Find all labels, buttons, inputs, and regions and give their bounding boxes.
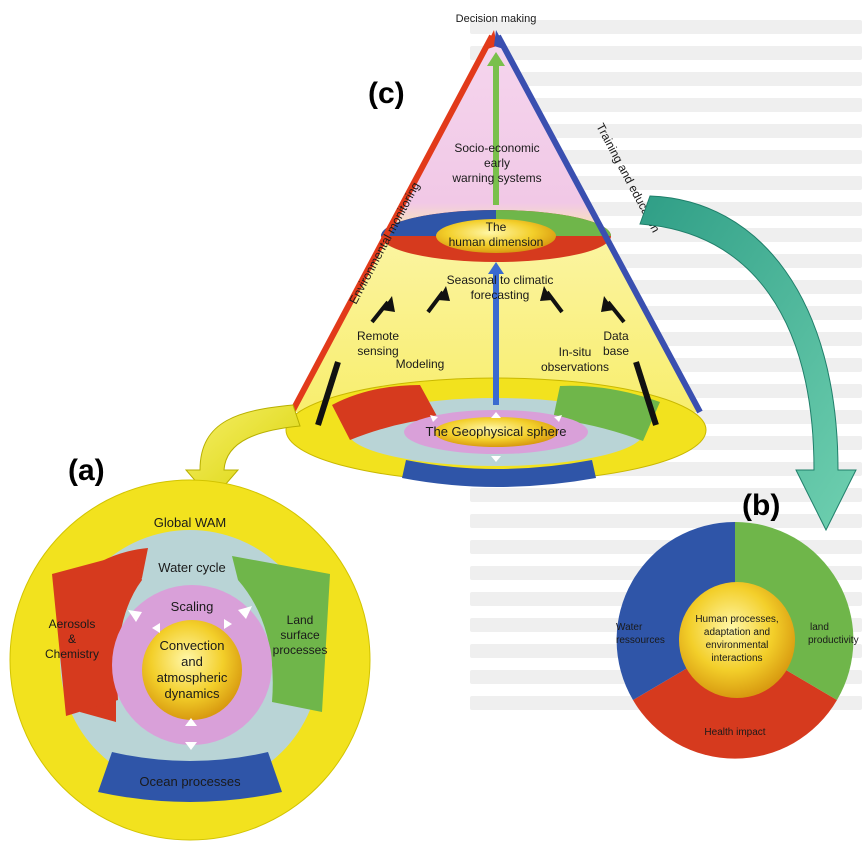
land-label-2: surface <box>280 628 320 642</box>
human-center-label-1: Human processes, <box>695 614 778 625</box>
wam-arrow-down <box>185 742 197 750</box>
remote-sensing-label-1: Remote <box>357 329 399 343</box>
cone-green-segment <box>553 385 660 441</box>
health-label: Health impact <box>704 727 765 738</box>
cone-diagram: The Geophysical sphere The human dimensi… <box>285 13 707 487</box>
cone-blue-segment <box>402 460 596 487</box>
forecast-label-2: forecasting <box>471 288 530 302</box>
land-label-3: processes <box>273 643 328 657</box>
aerosols-label-2: & <box>68 632 76 646</box>
database-label-2: base <box>603 344 629 358</box>
database-label-1: Data <box>603 329 629 343</box>
geophysical-label: The Geophysical sphere <box>426 424 567 439</box>
core-label-1: Convection <box>159 638 224 653</box>
database-bar <box>633 361 659 426</box>
cone-red-segment <box>332 385 438 440</box>
core-label-2: and <box>181 654 203 669</box>
human-center-label-2: adaptation and <box>704 627 770 638</box>
forecast-up-arrowhead <box>488 262 504 274</box>
wam-core <box>142 620 242 720</box>
modeling-label: Modeling <box>396 357 445 371</box>
land-label-1: Land <box>287 613 314 627</box>
ocean-label: Ocean processes <box>139 774 241 789</box>
land-productivity-label-2: productivity <box>808 635 859 646</box>
panel-label-a: (a) <box>68 454 105 487</box>
wam-arrow-tr <box>238 606 252 619</box>
decision-making-label: Decision making <box>456 13 537 25</box>
aerosols-label-1: Aerosols <box>49 617 96 631</box>
aerosols-segment-main <box>52 552 142 716</box>
core-arrow-left <box>430 415 438 422</box>
remote-sensing-bar <box>315 361 341 426</box>
scaling-label: Scaling <box>171 599 214 614</box>
panel-label-b: (b) <box>742 489 780 522</box>
human-core <box>679 582 795 698</box>
teal-curved-arrow <box>639 195 857 532</box>
global-wam-label: Global WAM <box>154 515 226 530</box>
core-label-4: dynamics <box>165 686 220 701</box>
socio-label-1: Socio-economic <box>454 141 539 155</box>
human-dimension-label-1: The <box>486 220 507 234</box>
human-dimension-core <box>436 219 556 253</box>
wam-arrow-l <box>152 623 160 633</box>
geophysical-core <box>434 417 558 447</box>
wam-arrow-r <box>224 619 232 629</box>
core-label-3: atmospheric <box>157 670 228 685</box>
core-arrow-up <box>491 412 501 418</box>
decision-up-arrowhead <box>487 52 505 66</box>
wam-arrow-up <box>185 718 197 726</box>
insitu-label-1: In-situ <box>559 345 592 359</box>
core-arrow-down <box>491 456 501 462</box>
aerosols-label-3: Chemistry <box>45 647 99 661</box>
core-arrow-right <box>554 415 562 422</box>
insitu-label-2: observations <box>541 360 609 374</box>
forecast-label-1: Seasonal to climatic <box>447 273 554 287</box>
human-center-label-4: interactions <box>711 653 762 664</box>
training-education-edge <box>495 34 703 414</box>
human-processes-diagram: Human processes, adaptation and environm… <box>616 489 859 759</box>
environmental-monitoring-arrowhead <box>484 30 497 50</box>
socio-label-2: early <box>484 156 510 170</box>
panel-label-c: (c) <box>368 77 405 110</box>
human-dimension-label-2: human dimension <box>449 235 544 249</box>
socio-label-3: warning systems <box>451 171 541 185</box>
water-cycle-label: Water cycle <box>158 560 225 575</box>
water-label-1: Water <box>616 622 643 633</box>
wam-arrow-tl <box>128 610 142 622</box>
environmental-monitoring-edge <box>289 34 495 414</box>
remote-sensing-label-2: sensing <box>357 344 398 358</box>
water-label-2: ressources <box>616 635 665 646</box>
human-center-label-3: environmental <box>706 640 769 651</box>
health-sector <box>633 640 837 759</box>
ocean-segment <box>98 752 282 802</box>
training-education-arrowhead <box>494 30 507 50</box>
land-productivity-label-1: land <box>810 622 829 633</box>
wam-circle-diagram: Global WAM Water cycle Scaling Aerosols … <box>9 454 371 841</box>
land-segment <box>232 556 330 712</box>
